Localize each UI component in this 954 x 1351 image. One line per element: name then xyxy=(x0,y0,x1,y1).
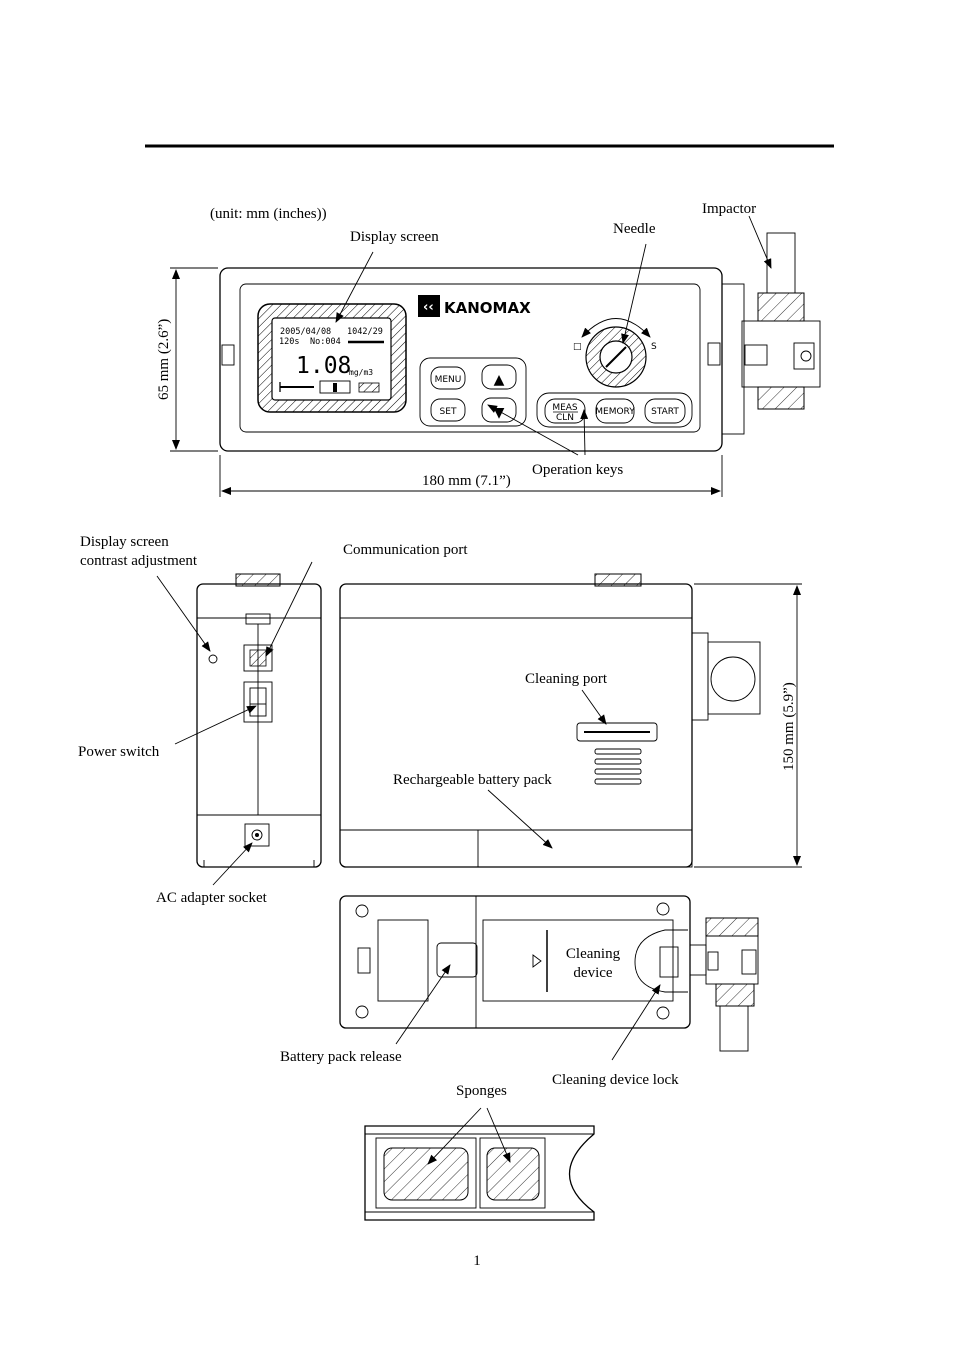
power-switch[interactable] xyxy=(243,681,273,723)
impactor-label: Impactor xyxy=(702,201,756,217)
dial-max-mark: S xyxy=(651,342,657,352)
screen-interval: 120s xyxy=(279,337,299,347)
screen-number: No:004 xyxy=(310,337,341,347)
side-body-right xyxy=(339,583,693,868)
up-button[interactable]: ▲ xyxy=(481,364,517,390)
ac-socket-label: AC adapter socket xyxy=(156,890,268,906)
cleaning-device-label-line2: device xyxy=(573,965,612,981)
battery-icon xyxy=(358,382,380,393)
comm-port-label: Communication port xyxy=(343,542,468,558)
comm-port[interactable] xyxy=(243,644,273,672)
page-number: 1 xyxy=(473,1253,481,1269)
needle-label: Needle xyxy=(613,221,656,237)
front-width-dimension: 180 mm (7.1”) xyxy=(422,473,511,489)
front-panel xyxy=(239,283,701,433)
unit-note: (unit: mm (inches)) xyxy=(210,206,327,222)
side-view: Display screen contrast adjustment Commu… xyxy=(78,534,802,906)
sponge-holder xyxy=(364,1125,595,1221)
right-clip xyxy=(707,342,721,366)
needle-dial[interactable]: □ S xyxy=(573,318,657,388)
display-screen-label: Display screen xyxy=(350,229,439,245)
battery-pack xyxy=(477,829,693,868)
left-clip xyxy=(221,344,235,366)
cleaning-port xyxy=(576,722,658,742)
cleaning-device-label-line1: Cleaning xyxy=(566,946,621,962)
sponge-view: Sponges xyxy=(364,1083,595,1221)
memory-button[interactable]: MEMORY xyxy=(595,398,635,424)
dial-min-mark: □ xyxy=(573,342,582,352)
ac-adapter-socket[interactable] xyxy=(244,823,270,847)
brand-logo: KANOMAX xyxy=(444,299,531,317)
cleaning-device-lock[interactable] xyxy=(634,929,688,993)
set-button-label: SET xyxy=(440,407,457,417)
menu-button-label: MENU xyxy=(435,375,462,385)
kanomax-logo-icon xyxy=(418,295,440,317)
cleaning-port-label: Cleaning port xyxy=(525,671,608,687)
cleaning-lock-label: Cleaning device lock xyxy=(552,1072,679,1088)
sponge-2 xyxy=(486,1147,540,1201)
svg-text:‹‹: ‹‹ xyxy=(423,300,434,315)
screen-reading: 1.08 xyxy=(296,353,351,379)
start-button-label: START xyxy=(651,407,679,417)
side-height-dimension: 150 mm (5.9”) xyxy=(781,682,797,771)
down-button[interactable]: ▼ xyxy=(481,397,517,423)
power-switch-label: Power switch xyxy=(78,744,160,760)
key-group-main xyxy=(536,392,693,428)
menu-button[interactable]: MENU xyxy=(430,366,466,390)
key-group-nav xyxy=(419,357,527,427)
bottom-body xyxy=(339,895,691,1029)
sponges-label: Sponges xyxy=(456,1083,507,1099)
operation-keys-label: Operation keys xyxy=(532,462,623,478)
display-screen xyxy=(271,317,392,401)
screen-date: 2005/04/08 xyxy=(280,327,331,337)
set-button[interactable]: SET xyxy=(430,398,466,422)
side-bracket xyxy=(721,283,745,435)
contrast-label-line1: Display screen xyxy=(80,534,169,550)
meas-cln-button[interactable]: MEAS CLN xyxy=(544,398,586,424)
contrast-label-line2: contrast adjustment xyxy=(80,553,198,569)
start-button[interactable]: START xyxy=(644,398,686,424)
side-body-left xyxy=(196,583,322,868)
screen-time: 1042/29 xyxy=(347,327,383,337)
battery-pack-label: Rechargeable battery pack xyxy=(393,772,552,788)
screen-unit: mg/m3 xyxy=(349,368,373,377)
battery-release[interactable] xyxy=(436,942,478,978)
down-arrow-icon: ▼ xyxy=(494,405,505,421)
cln-label: CLN xyxy=(556,413,574,423)
bottom-view: Cleaning device Battery pack release Cle… xyxy=(280,895,759,1088)
sponge-1 xyxy=(383,1147,469,1201)
front-height-dimension: 65 mm (2.6”) xyxy=(156,319,172,400)
meas-label: MEAS xyxy=(552,403,578,413)
front-view: (unit: mm (inches)) Display screen Needl… xyxy=(156,201,821,497)
up-arrow-icon: ▲ xyxy=(494,372,505,388)
battery-release-label: Battery pack release xyxy=(280,1049,402,1065)
impactor xyxy=(741,232,821,410)
memory-button-label: MEMORY xyxy=(595,407,635,417)
contrast-adjust-knob[interactable] xyxy=(208,654,218,664)
